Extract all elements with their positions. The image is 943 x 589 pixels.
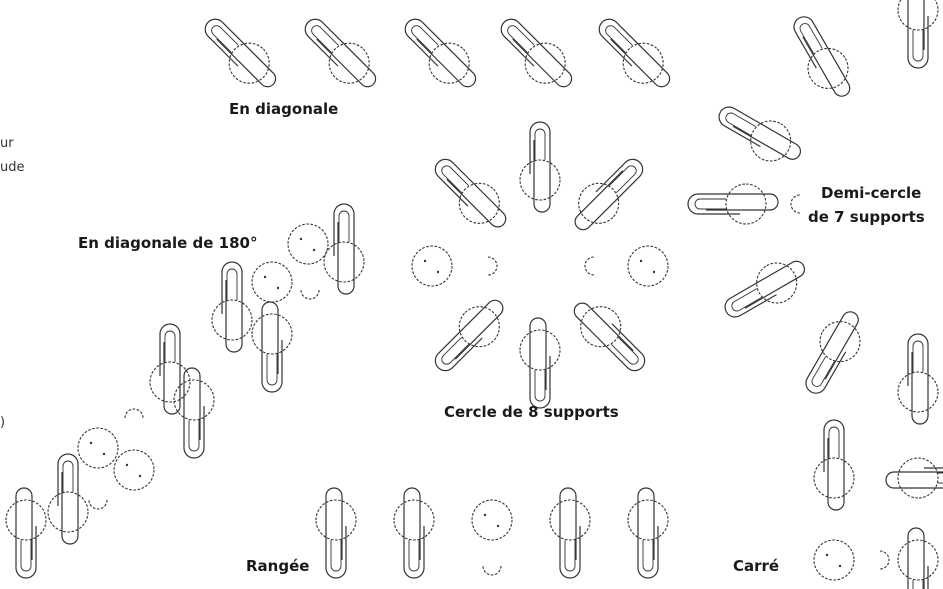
semicircle-support-6 [793, 303, 874, 403]
margin-fragment-1: ur [0, 136, 14, 151]
diag180-support-11 [5, 487, 47, 579]
diagonal-support-3 [393, 7, 487, 101]
circle-support-s [519, 317, 561, 409]
row-support-3 [471, 499, 513, 541]
square-support-3 [813, 539, 855, 581]
diag180-support-8 [77, 427, 119, 469]
circle-support-sw [423, 289, 517, 383]
diag180-support-1 [287, 223, 329, 265]
semicircle-support-2 [781, 7, 862, 107]
label-square: Carré [733, 557, 780, 575]
diag180-support-4 [251, 301, 293, 393]
diag180-support-3 [251, 261, 293, 303]
diagonal-180-arrangement [5, 203, 365, 579]
diag180-support-5 [211, 261, 253, 353]
circle-arc-e [584, 256, 595, 276]
semicircle-support-4 [687, 183, 779, 225]
square-support-2 [885, 457, 943, 499]
circle-support-ne [561, 147, 655, 241]
diag180-support-10 [47, 453, 89, 545]
diag180-arc-1 [300, 289, 320, 300]
diagonal-support-5 [587, 7, 681, 101]
square-arc [879, 550, 890, 570]
margin-fragment-3: ) [0, 415, 6, 430]
circle-arc-w [487, 256, 498, 276]
diagonal-support-2 [293, 7, 387, 101]
diagonal-support-4 [489, 7, 583, 101]
semicircle-support-3 [709, 94, 809, 175]
semicircle-support-1 [897, 0, 939, 69]
diagonal-support-1 [193, 7, 287, 101]
label-row: Rangée [246, 557, 310, 575]
label-diagonal: En diagonale [229, 100, 339, 118]
circle-support-e [627, 245, 669, 287]
square-arrangement [813, 419, 943, 589]
label-semicircle-line1: Demi-cercle [821, 184, 922, 202]
row-arrangement [315, 487, 669, 579]
circle-support-w [411, 245, 453, 287]
margin-fragment-2: ude [0, 160, 25, 175]
diag180-support-9 [113, 449, 155, 491]
square-support-1 [813, 419, 855, 511]
diag180-arc-3 [88, 499, 108, 510]
diag180-arc-2 [124, 408, 144, 419]
row-arc-3 [482, 565, 502, 576]
label-diagonal-180: En diagonale de 180° [78, 234, 258, 252]
circle-support-nw [423, 147, 517, 241]
semicircle-support-7 [897, 333, 939, 425]
row-support-4 [549, 487, 591, 579]
row-support-5 [627, 487, 669, 579]
diag180-support-2 [323, 203, 365, 295]
semicircle-arc [790, 194, 801, 214]
circle-support-se [563, 289, 657, 383]
square-support-4 [897, 527, 939, 589]
circle-support-n [519, 121, 561, 213]
semicircle-support-5 [715, 249, 815, 330]
label-circle: Cercle de 8 supports [444, 403, 619, 421]
label-semicircle-line2: de 7 supports [808, 208, 925, 226]
row-support-2 [393, 487, 435, 579]
row-support-1 [315, 487, 357, 579]
diagonal-arrangement [193, 7, 681, 101]
circle-arrangement [411, 121, 669, 409]
